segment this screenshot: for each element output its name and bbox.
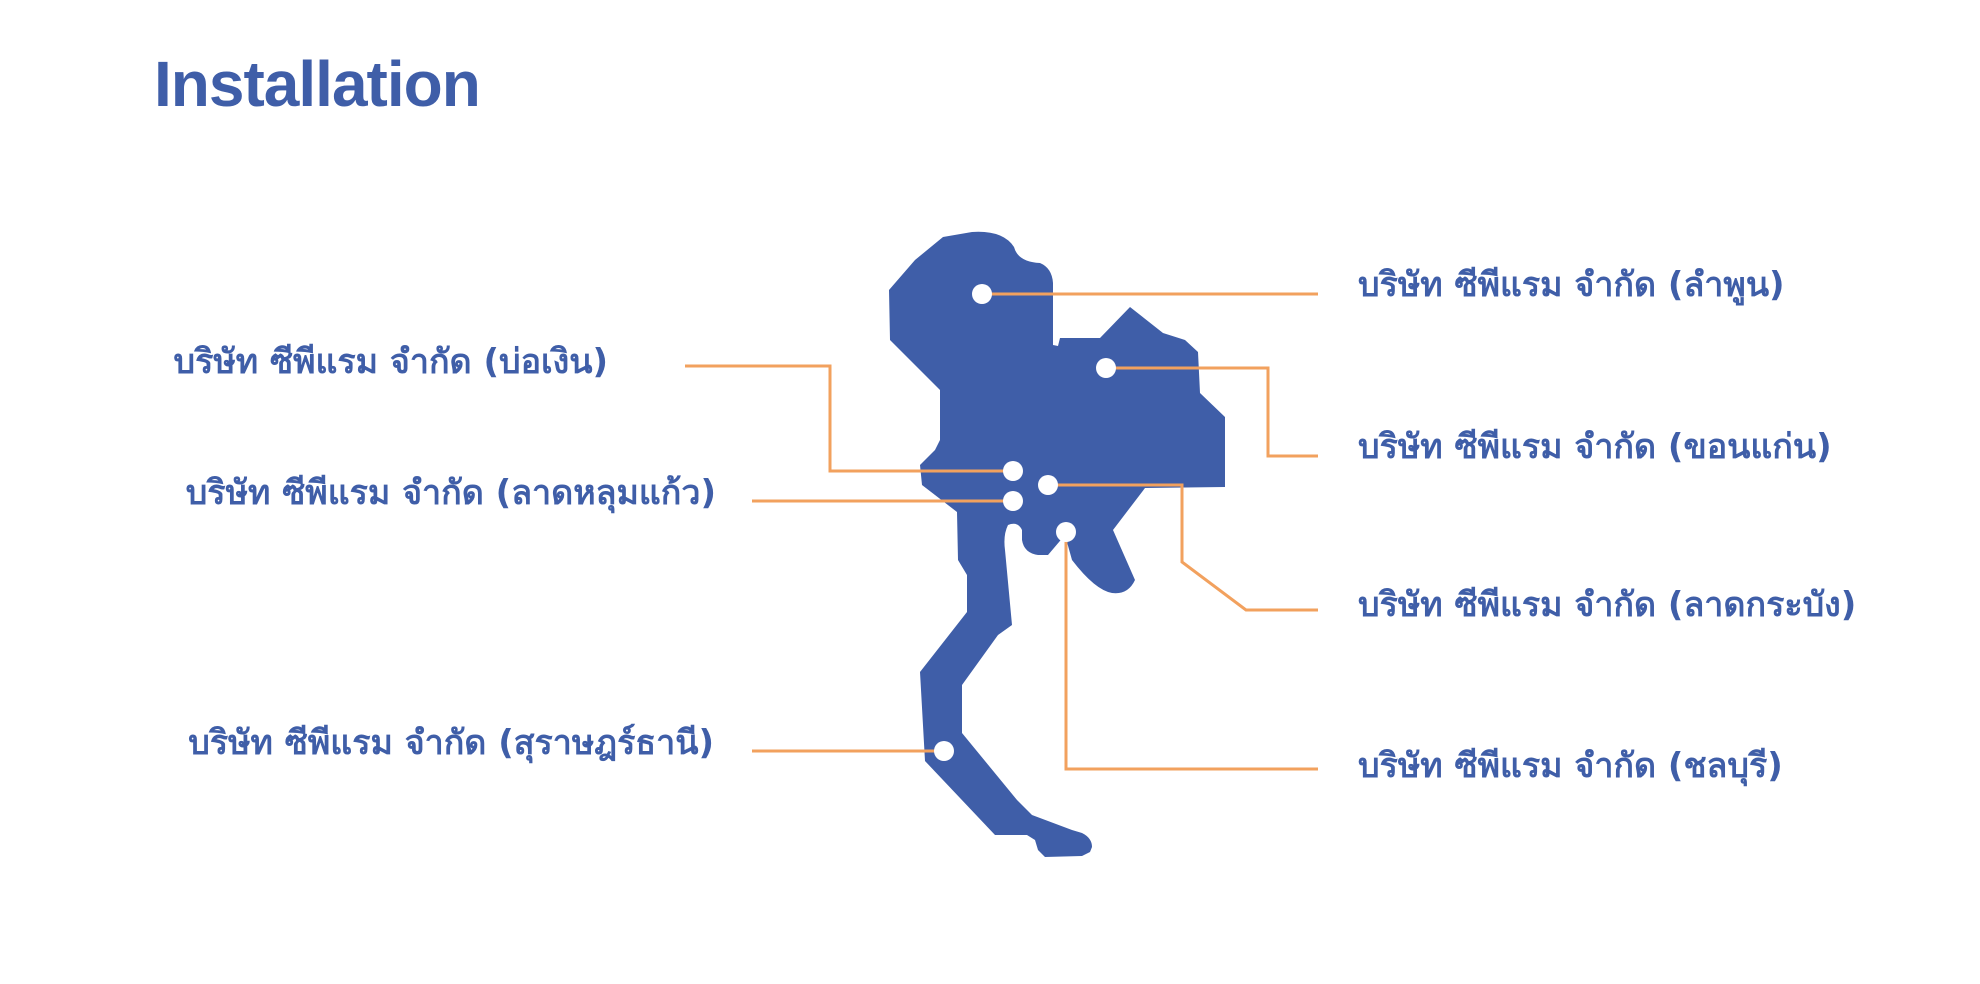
marker-chonburi[interactable] bbox=[1056, 522, 1076, 542]
label-surat-thani: บริษัท ซีพีแรม จำกัด (สุราษฎร์ธานี) bbox=[188, 723, 714, 763]
marker-lat-krabang[interactable] bbox=[1038, 475, 1058, 495]
page-title: Installation bbox=[154, 48, 481, 120]
marker-bo-ngoen[interactable] bbox=[1003, 461, 1023, 481]
label-khon-kaen: บริษัท ซีพีแรม จำกัด (ขอนแก่น) bbox=[1358, 427, 1832, 467]
marker-lamphun[interactable] bbox=[972, 284, 992, 304]
connector-khon-kaen bbox=[1106, 366, 1318, 458]
connector-bo-ngoen bbox=[685, 364, 1013, 473]
connector-lat-krabang bbox=[1048, 483, 1318, 612]
label-bo-ngoen: บริษัท ซีพีแรม จำกัด (บ่อเงิน) bbox=[173, 342, 608, 382]
thailand-silhouette bbox=[889, 231, 1225, 857]
label-lamphun: บริษัท ซีพีแรม จำกัด (ลำพูน) bbox=[1358, 265, 1785, 305]
marker-surat-thani[interactable] bbox=[934, 741, 954, 761]
label-lat-krabang: บริษัท ซีพีแรม จำกัด (ลาดกระบัง) bbox=[1358, 585, 1857, 625]
marker-khon-kaen[interactable] bbox=[1096, 358, 1116, 378]
marker-lat-lum-kaeo[interactable] bbox=[1003, 491, 1023, 511]
connector-chonburi bbox=[1064, 532, 1318, 771]
label-lat-lum-kaeo: บริษัท ซีพีแรม จำกัด (ลาดหลุมแก้ว) bbox=[185, 473, 716, 513]
label-chonburi: บริษัท ซีพีแรม จำกัด (ชลบุรี) bbox=[1358, 746, 1783, 786]
